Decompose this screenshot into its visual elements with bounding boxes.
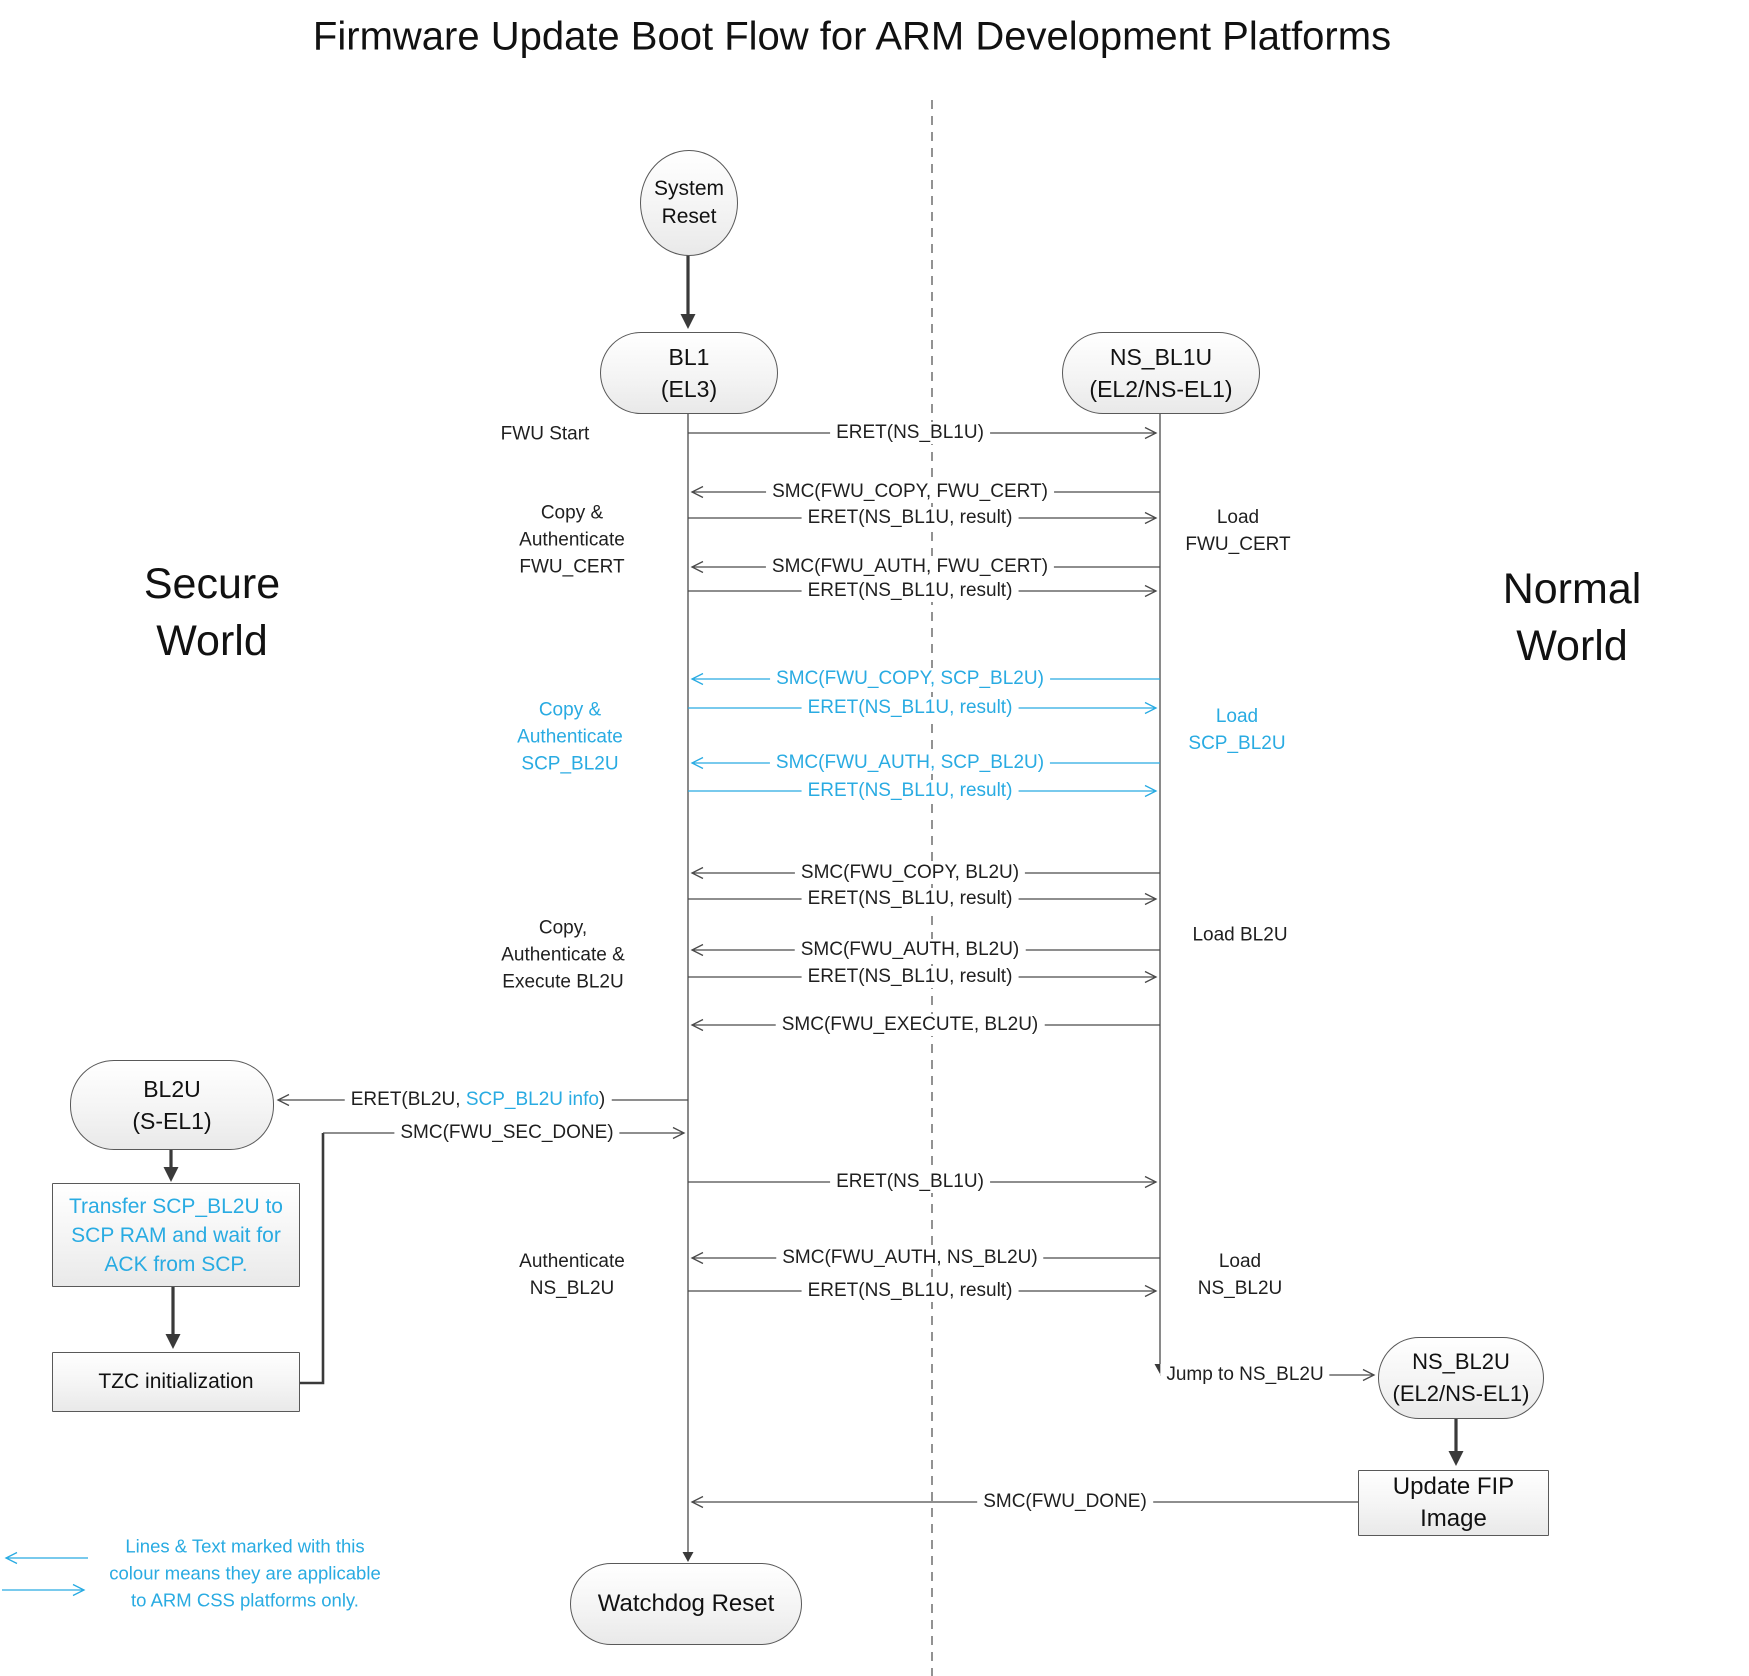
msg-smc-fwu-done: SMC(FWU_DONE) <box>977 1491 1153 1513</box>
label-copy-auth-scp-bl2u: Copy & Authenticate SCP_BL2U <box>517 699 623 775</box>
msg-jump-to-ns-bl2u: Jump to NS_BL2U <box>1160 1364 1330 1386</box>
msg-eret-bl2u-scp-info: ERET(BL2U, SCP_BL2U info) <box>344 1089 612 1111</box>
msg-smc-fwu-execute-bl2u: SMC(FWU_EXECUTE, BL2U) <box>775 1014 1045 1036</box>
msg-eret-result-7: ERET(NS_BL1U, result) <box>801 1280 1019 1302</box>
lifelines <box>682 412 1166 1562</box>
msg-eret-result-4: ERET(NS_BL1U, result) <box>801 780 1019 802</box>
node-ns-bl2u: NS_BL2U (EL2/NS-EL1) <box>1378 1337 1544 1419</box>
msg-smc-fwu-auth-bl2u: SMC(FWU_AUTH, BL2U) <box>794 939 1026 961</box>
secure-world-label: Secure World <box>143 560 281 665</box>
node-ns-bl1u: NS_BL1U (EL2/NS-EL1) <box>1062 332 1260 414</box>
msg-eret-result-2: ERET(NS_BL1U, result) <box>801 580 1019 602</box>
label-fwu-start: FWU Start <box>500 423 590 445</box>
msg-smc-fwu-auth-ns-bl2u: SMC(FWU_AUTH, NS_BL2U) <box>776 1247 1044 1269</box>
node-transfer-scp-bl2u: Transfer SCP_BL2U to SCP RAM and wait fo… <box>52 1183 300 1287</box>
msg-smc-fwu-copy-bl2u: SMC(FWU_COPY, BL2U) <box>794 862 1026 884</box>
msg-smc-fwu-copy-fwu-cert: SMC(FWU_COPY, FWU_CERT) <box>766 481 1054 503</box>
legend-note: Lines & Text marked with this colour mea… <box>109 1535 381 1611</box>
label-load-ns-bl2u: Load NS_BL2U <box>1197 1251 1283 1299</box>
label-copy-auth-fwu-cert: Copy & Authenticate FWU_CERT <box>519 502 625 578</box>
msg-eret-result-3: ERET(NS_BL1U, result) <box>801 697 1019 719</box>
label-authenticate-ns-bl2u: Authenticate NS_BL2U <box>519 1251 625 1299</box>
node-watchdog-reset: Watchdog Reset <box>570 1563 802 1645</box>
label-copy-auth-exec-bl2u: Copy, Authenticate & Execute BL2U <box>501 917 625 993</box>
msg-eret-bl2u-highlight: SCP_BL2U info <box>465 1089 599 1110</box>
msg-eret-result-6: ERET(NS_BL1U, result) <box>801 966 1019 988</box>
msg-smc-fwu-auth-fwu-cert: SMC(FWU_AUTH, FWU_CERT) <box>765 556 1055 578</box>
msg-eret-result-1: ERET(NS_BL1U, result) <box>801 507 1019 529</box>
node-bl1: BL1 (EL3) <box>600 332 778 414</box>
flow-arrows <box>163 252 1464 1466</box>
msg-eret-result-5: ERET(NS_BL1U, result) <box>801 888 1019 910</box>
msg-smc-fwu-sec-done: SMC(FWU_SEC_DONE) <box>394 1122 620 1144</box>
tzc-return-elbow <box>298 1133 325 1385</box>
normal-world-label: Normal World <box>1502 565 1642 670</box>
node-bl2u: BL2U (S-EL1) <box>70 1060 274 1150</box>
node-tzc-initialization: TZC initialization <box>52 1352 300 1412</box>
page-title: Firmware Update Boot Flow for ARM Develo… <box>312 14 1392 59</box>
label-load-bl2u: Load BL2U <box>1192 924 1288 946</box>
label-load-fwu-cert: Load FWU_CERT <box>1185 507 1291 555</box>
node-update-fip-image: Update FIP Image <box>1358 1470 1549 1536</box>
msg-smc-fwu-auth-scp-bl2u: SMC(FWU_AUTH, SCP_BL2U) <box>769 752 1051 774</box>
label-load-scp-bl2u: Load SCP_BL2U <box>1188 706 1286 754</box>
msg-eret-bl2u-suffix: ) <box>598 1089 606 1110</box>
msg-eret-ns-bl1u-2: ERET(NS_BL1U) <box>830 1171 990 1193</box>
node-system-reset: System Reset <box>640 150 738 256</box>
msg-eret-ns-bl1u-start: ERET(NS_BL1U) <box>830 422 990 444</box>
msg-smc-fwu-copy-scp-bl2u: SMC(FWU_COPY, SCP_BL2U) <box>770 668 1050 690</box>
msg-eret-bl2u-prefix: ERET(BL2U, <box>350 1089 466 1110</box>
